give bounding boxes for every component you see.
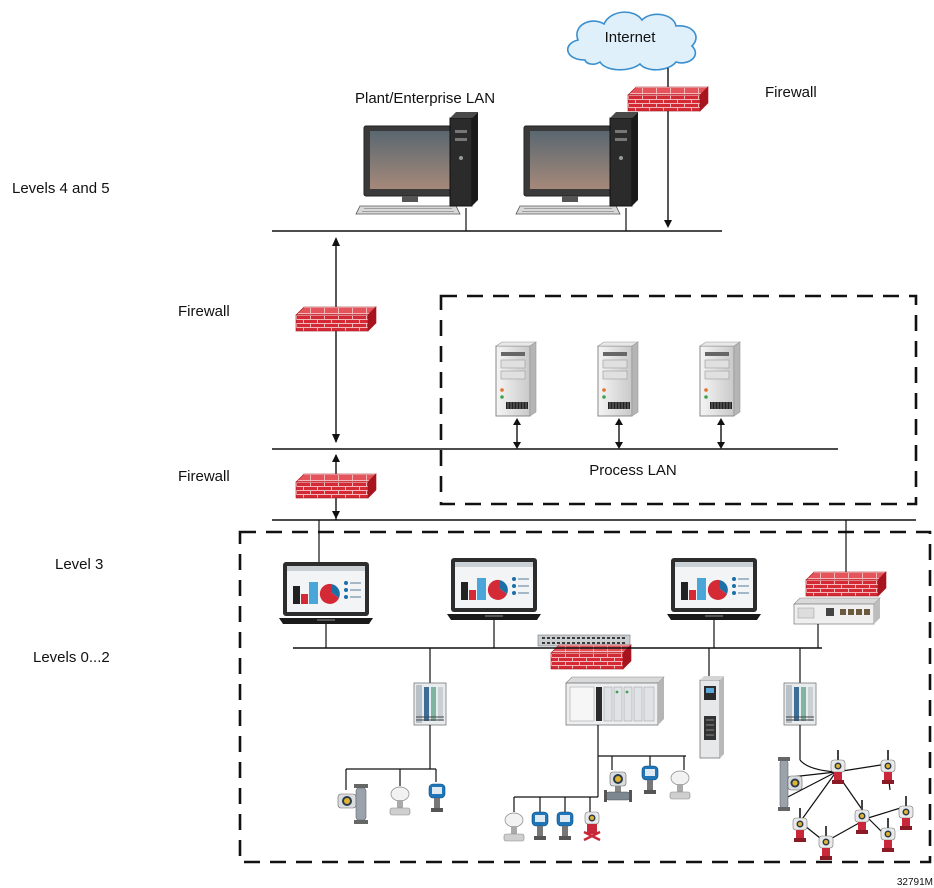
laptop-hmi-icon [666,557,762,621]
figure-id: 32791M [897,877,933,888]
wireless-node-icon [898,795,914,831]
field-transmitter-icon [556,811,574,841]
field-transmitter-icon [641,765,659,795]
levels-4-5-label: Levels 4 and 5 [12,180,110,197]
field-transmitter-icon [583,811,601,842]
plant-lan-label: Plant/Enterprise LAN [355,90,495,107]
wireless-node-icon [792,807,808,843]
wireless-node-icon [880,749,896,785]
firewall-low-label: Firewall [178,468,230,485]
gateway-appliance-icon [793,597,881,625]
levels-0-2-label: Levels 0...2 [33,649,110,666]
field-transmitter-icon [337,784,368,824]
arrowhead [332,511,340,519]
controller-chassis-icon [565,676,665,726]
server-arrowheads [513,418,725,449]
cloud-icon [567,11,697,71]
desktop-computer-icon [355,111,479,215]
arrowhead [664,220,672,228]
level-3-label: Level 3 [55,556,103,573]
internet-label: Internet [605,29,657,46]
server-tower-icon [495,341,537,417]
server-links [516,423,722,444]
laptop-hmi-icon [446,557,542,621]
arrowhead [332,237,340,246]
firewall-icon [295,473,377,499]
network-switch-icon [537,634,631,647]
field-transmitter-icon [531,811,549,841]
desktop-computer-icon [515,111,639,215]
process-lan-label: Process LAN [589,462,677,479]
wireless-node-icon [818,825,834,861]
server-tower-icon [699,341,741,417]
io-module-icon [413,682,447,726]
field-transmitter-icon [778,757,803,811]
wireless-node-icon [854,799,870,835]
arrowhead [332,454,340,462]
server-tower-icon [597,341,639,417]
field-transmitter-icon [389,786,411,816]
field-transmitter-icon [428,783,446,813]
firewall-icon [627,86,709,112]
process-lan-zone [439,294,918,506]
arrowhead [332,434,340,443]
io-module-icon [783,682,817,726]
field-transmitter-icon [669,770,691,800]
firewall-icon [805,571,887,597]
firewall-icon [295,306,377,332]
wireless-node-icon [880,817,896,853]
firewall-mid-label: Firewall [178,303,230,320]
internet-cloud: Internet [567,11,697,71]
control-zone [238,530,932,864]
laptop-hmi-icon [278,561,374,625]
drive-icon [699,676,724,759]
firewall-top-label: Firewall [765,84,817,101]
wireless-node-icon [830,749,846,785]
field-transmitter-icon [603,771,633,803]
field-transmitter-icon [503,812,525,842]
